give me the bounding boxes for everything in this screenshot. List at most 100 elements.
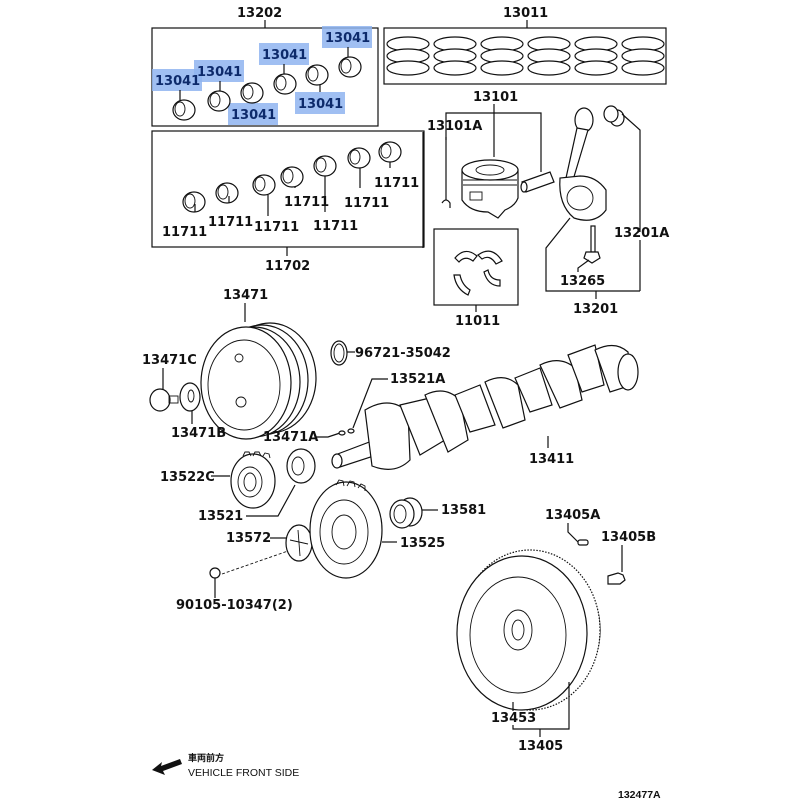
- bearing-13041: [338, 47, 362, 78]
- highlight-13041: [259, 43, 309, 65]
- bolt-90105-10347: 90105-10347(2): [176, 550, 293, 613]
- part-label-11711[interactable]: 11711: [254, 220, 299, 235]
- part-label-13471B[interactable]: 13471B: [171, 426, 226, 441]
- bearing-13041: [207, 81, 231, 112]
- pulley-washer-13471B: 13471B: [171, 382, 226, 441]
- part-label-13581[interactable]: 13581: [441, 503, 486, 518]
- crankshaft-pulley-13471: 13471: [200, 288, 317, 440]
- piston-ring-sets: [386, 36, 665, 76]
- diagram-code: 132477A: [618, 789, 661, 800]
- piston-ring-set: [621, 36, 665, 76]
- part-label-11711[interactable]: 11711: [208, 215, 253, 230]
- part-label-13265[interactable]: 13265: [560, 274, 605, 289]
- main-bearing-11711: [347, 147, 371, 188]
- flywheel-13405: 13405A 13405B 13453 13405: [456, 508, 656, 754]
- gear-13525: 13525: [309, 479, 445, 579]
- key-13521A: 13521A: [347, 372, 445, 434]
- part-label-13525[interactable]: 13525: [400, 536, 445, 551]
- key-13471A: 13471A: [263, 430, 346, 445]
- part-label-13405B[interactable]: 13405B: [601, 530, 656, 545]
- group-11702: 11702 11711 11711 11711 11711 11711 1171…: [151, 130, 425, 274]
- group-box-13011: [383, 27, 667, 85]
- o-ring-96721-35042: 96721-35042: [330, 340, 451, 366]
- piston-pin: [520, 171, 555, 193]
- part-label-13101A[interactable]: 13101A: [427, 119, 482, 134]
- legend-english-text: VEHICLE FRONT SIDE: [188, 767, 299, 779]
- part-label-11711[interactable]: 11711: [162, 225, 207, 240]
- part-label-13201A[interactable]: 13201A: [614, 226, 669, 241]
- part-label-13521A[interactable]: 13521A: [390, 372, 445, 387]
- crankshaft-13411: 13411: [331, 344, 639, 470]
- group-11011: 11011: [433, 228, 519, 329]
- part-label-13041[interactable]: 13041: [325, 31, 370, 46]
- bushing-13201A: [603, 105, 625, 127]
- part-label-13041[interactable]: 13041: [155, 74, 200, 89]
- part-label-13405A[interactable]: 13405A: [545, 508, 600, 523]
- plate-13572: 13572: [226, 524, 313, 562]
- highlight-13041: [194, 60, 244, 82]
- piston-ring-set: [433, 36, 477, 76]
- legend-japanese-text: 車両前方: [188, 752, 224, 764]
- part-label-13041[interactable]: 13041: [231, 108, 276, 123]
- bearing-13041: [305, 64, 329, 92]
- group-label-13011[interactable]: 13011: [503, 6, 548, 21]
- part-label-13471A[interactable]: 13471A: [263, 430, 318, 445]
- main-bearing-11711: [215, 182, 239, 204]
- main-bearings-11711: [182, 141, 402, 216]
- part-label-13041[interactable]: 13041: [298, 97, 343, 112]
- part-label-96721-35042[interactable]: 96721-35042: [355, 346, 451, 361]
- group-13101: 13101 13101A: [422, 90, 555, 248]
- highlight-13041: [228, 103, 278, 125]
- highlight-13041: [322, 26, 372, 48]
- arrow-left-icon: [152, 759, 182, 775]
- group-label-13405[interactable]: 13405: [518, 739, 563, 754]
- group-13201: 13201A 13265 13201: [545, 105, 669, 317]
- part-label-11711[interactable]: 11711: [284, 195, 329, 210]
- part-label-13522C[interactable]: 13522C: [160, 470, 215, 485]
- part-label-13041[interactable]: 13041: [197, 65, 242, 80]
- group-label-11702[interactable]: 11702: [265, 259, 310, 274]
- piston-ring-set: [574, 36, 618, 76]
- part-label-11711[interactable]: 11711: [374, 176, 419, 191]
- part-label-13453[interactable]: 13453: [491, 711, 536, 726]
- highlight-13041: [152, 69, 202, 91]
- group-13202: 13202 13041 13041 13041 13041 13041 1304…: [151, 6, 379, 127]
- group-label-13101[interactable]: 13101: [473, 90, 518, 105]
- bearing-13041: [273, 64, 297, 95]
- main-bearing-11711: [182, 191, 206, 213]
- bearing-13041: [240, 82, 264, 104]
- main-bearing-11711: [313, 155, 337, 212]
- snap-ring: [441, 199, 451, 208]
- main-bearing-11711: [378, 141, 402, 168]
- group-label-13201[interactable]: 13201: [573, 302, 618, 317]
- group-13011: 13011: [383, 6, 667, 85]
- group-box-11011: [433, 228, 519, 306]
- group-label-11011[interactable]: 11011: [455, 314, 500, 329]
- piston: [461, 159, 519, 219]
- group-box-11702: [151, 130, 425, 248]
- bushing-13581: 13581: [389, 497, 486, 529]
- sprocket-13521: 13521: [198, 448, 316, 524]
- bolt-13265: [583, 225, 601, 264]
- piston-ring-set: [480, 36, 524, 76]
- part-label-13521[interactable]: 13521: [198, 509, 243, 524]
- vehicle-front-legend: 車両前方 VEHICLE FRONT SIDE: [152, 752, 299, 779]
- connecting-rod: [559, 107, 607, 221]
- bearing-13041: [172, 90, 196, 121]
- part-label-13471C[interactable]: 13471C: [142, 353, 197, 368]
- main-bearing-11711: [252, 174, 276, 216]
- part-label-13572[interactable]: 13572: [226, 531, 271, 546]
- part-label-13041[interactable]: 13041: [262, 48, 307, 63]
- part-label-11711[interactable]: 11711: [313, 219, 358, 234]
- part-label-13411[interactable]: 13411: [529, 452, 574, 467]
- piston-ring-set: [527, 36, 571, 76]
- main-bearing-11711: [280, 166, 304, 188]
- part-label-90105-10347[interactable]: 90105-10347(2): [176, 598, 293, 613]
- highlight-13041: [295, 92, 345, 114]
- group-label-13202[interactable]: 13202: [237, 6, 282, 21]
- piston-ring-set: [386, 36, 430, 76]
- part-label-13471[interactable]: 13471: [223, 288, 268, 303]
- part-label-11711[interactable]: 11711: [344, 196, 389, 211]
- gear-13522C: 13522C: [160, 451, 276, 509]
